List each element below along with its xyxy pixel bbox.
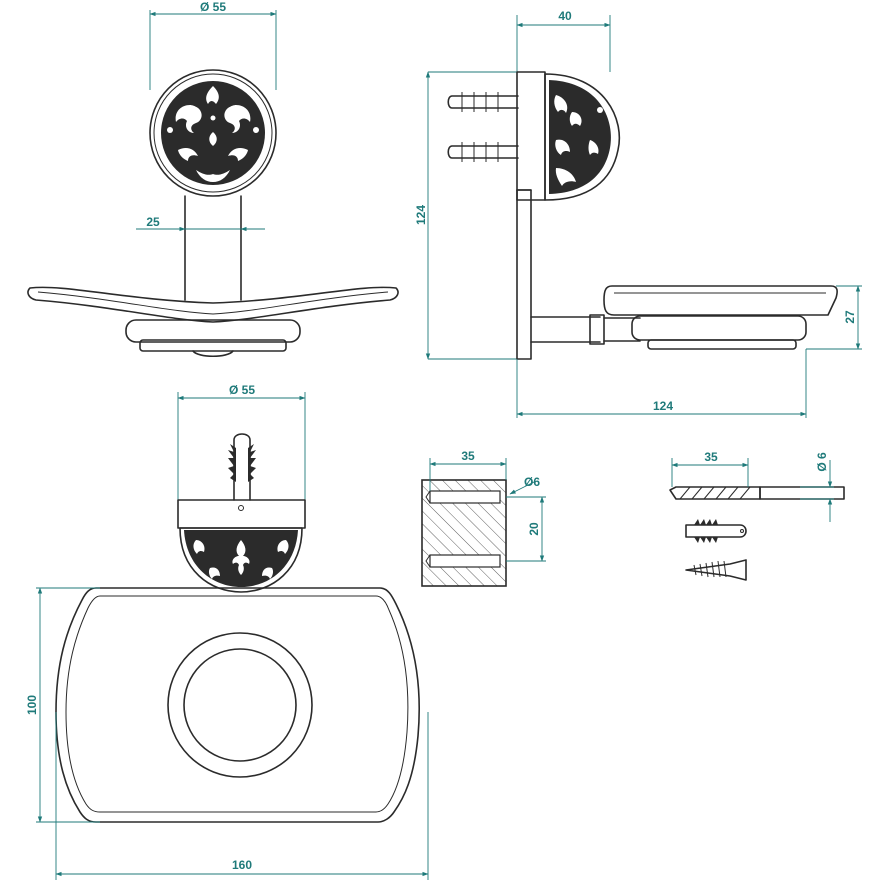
rosette-ornament-icon xyxy=(179,527,303,593)
screw-icon xyxy=(685,559,747,581)
dim-hole-spacing: 20 xyxy=(527,522,541,536)
dim-plan-height: 100 xyxy=(25,695,39,715)
wall-section: 35 Ø6 20 xyxy=(421,449,546,587)
plan-view: Ø 55 100 xyxy=(25,383,429,880)
dim-drill-length: 35 xyxy=(704,450,718,464)
rosette-ornament-icon xyxy=(544,73,620,201)
wall-plug-icon xyxy=(228,433,256,501)
dim-side-depth: 40 xyxy=(558,9,572,23)
dim-front-diameter: Ø 55 xyxy=(200,0,226,14)
wall-plug-icon xyxy=(447,92,519,162)
hardware-kit: 35 Ø 6 xyxy=(669,450,845,581)
rosette-ornament-icon xyxy=(149,69,277,197)
dim-side-tray-height: 27 xyxy=(843,310,857,324)
dim-hole-depth: 35 xyxy=(461,449,475,463)
dim-drill-diameter: Ø 6 xyxy=(815,452,829,472)
drill-bit-icon xyxy=(669,486,845,500)
side-view: 40 124 xyxy=(414,9,862,418)
dim-hole-diameter: Ø6 xyxy=(524,475,540,489)
dim-side-height: 124 xyxy=(414,205,428,225)
dim-side-reach: 124 xyxy=(653,399,673,413)
front-view: Ø 55 25 xyxy=(27,0,399,358)
dim-bottom-diameter: Ø 55 xyxy=(229,383,255,397)
dim-plan-width: 160 xyxy=(232,858,252,872)
dim-front-post: 25 xyxy=(146,215,160,229)
wall-plug-icon xyxy=(685,519,747,543)
